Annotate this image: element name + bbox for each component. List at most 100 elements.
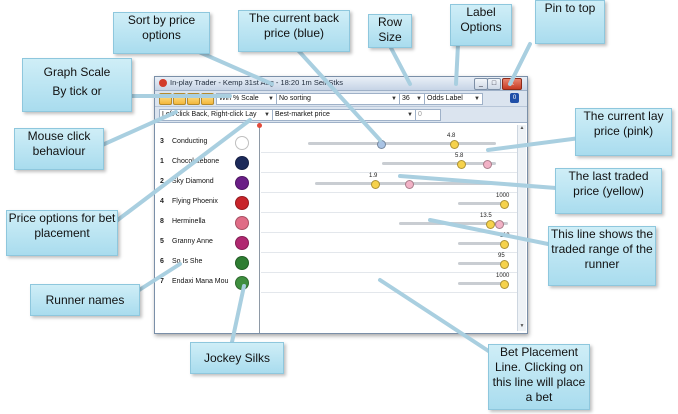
callout-sort-options: Sort by price options: [113, 12, 210, 54]
last-traded-marker: [500, 200, 509, 209]
scroll-up-icon[interactable]: ▲: [519, 125, 525, 131]
row-divider: [261, 172, 517, 173]
runner-name: So Is She: [172, 258, 203, 265]
price-option-value: Best-market price: [275, 111, 330, 118]
jockey-silk-icon: [235, 216, 249, 230]
lay-price-marker[interactable]: [495, 220, 504, 229]
runner-number: 6: [160, 258, 164, 265]
jockey-silk-icon: [235, 236, 249, 250]
callout-text: Row Size: [377, 15, 402, 44]
runner-name: Herminella: [172, 218, 206, 225]
runner-number: 4: [160, 198, 164, 205]
chevron-down-icon: ▼: [268, 96, 274, 102]
row-size-value: 36: [402, 95, 410, 102]
callout-text: Jockey Silks: [203, 351, 271, 365]
callout-text: Price options for bet placement: [8, 211, 116, 240]
runner-number: 3: [160, 138, 164, 145]
mouse-click-value: Left-click Back, Right-click Lay: [162, 111, 257, 118]
bet-line-handle[interactable]: [257, 123, 262, 128]
price-label: 1000: [496, 273, 510, 279]
callout-text: Graph Scale: [43, 65, 111, 79]
scroll-down-icon[interactable]: ▼: [519, 323, 525, 329]
runner-name: Granny Anne: [172, 238, 213, 245]
sort-value: No sorting: [279, 95, 311, 102]
callout-text: Mouse click behaviour: [27, 129, 91, 158]
chevron-down-icon: ▼: [474, 96, 480, 102]
last-traded-marker: [486, 220, 495, 229]
callout-label-options: Label Options: [450, 4, 512, 46]
graph-scale-value: Win % Scale: [219, 95, 259, 102]
callout-row-size: Row Size: [368, 14, 412, 48]
runner-name: Flying Phoenix: [172, 198, 218, 205]
price-label: 95: [498, 253, 505, 259]
last-traded-marker: [500, 280, 509, 289]
callout-text: The current back price (blue): [248, 11, 340, 40]
toolbar-bet-options: Left-click Back, Right-click Lay ▼ Best-m…: [155, 107, 527, 123]
callout-text: Sort by price options: [127, 13, 196, 42]
callout-text: Label Options: [460, 5, 502, 34]
callout-back-price: The current back price (blue): [238, 10, 350, 52]
callout-jockey-silks: Jockey Silks: [190, 342, 284, 374]
traded-range-line: [382, 162, 496, 165]
last-traded-marker: [371, 180, 380, 189]
callout-pin-to-top: Pin to top: [535, 0, 605, 44]
row-divider: [261, 292, 517, 293]
callout-graph-scale: Graph Scale By tick or: [22, 58, 132, 112]
stake-input[interactable]: 0: [415, 109, 441, 121]
callout-text: The current lay price (pink): [583, 109, 664, 138]
runner-number: 2: [160, 178, 164, 185]
row-divider: [261, 152, 517, 153]
lay-price-marker[interactable]: [483, 160, 492, 169]
price-label: 1.9: [369, 173, 378, 179]
price-option-select[interactable]: Best-market price▼: [272, 109, 416, 121]
app-icon: [159, 79, 167, 87]
row-divider: [261, 212, 517, 213]
row-divider: [261, 232, 517, 233]
runner-name: Endaxi Mana Mou: [172, 278, 229, 285]
in-play-trader-window: In-play Trader - Kemp 31st Aug - 18:20 1…: [154, 76, 528, 334]
callout-last-traded: The last traded price (yellow): [555, 168, 662, 214]
traded-range-line: [458, 202, 508, 205]
callout-mouse-click: Mouse click behaviour: [14, 128, 104, 170]
row-size-select[interactable]: 36 ▼: [399, 93, 425, 105]
runner-number: 5: [160, 238, 164, 245]
bet-placement-line[interactable]: [257, 123, 262, 333]
callout-bet-placement: Bet Placement Line. Clicking on this lin…: [488, 344, 590, 410]
price-label: 5.8: [455, 153, 464, 159]
runner-number: 8: [160, 218, 164, 225]
callout-traded-range: This line shows the traded range of the …: [548, 226, 656, 286]
stake-value: 0: [418, 111, 422, 118]
callout-text: The last traded price (yellow): [568, 169, 649, 198]
callout-text: Bet Placement Line. Clicking on this lin…: [492, 345, 586, 404]
runner-row[interactable]: 4 Flying Phoenix 1000: [155, 193, 517, 213]
chevron-down-icon: ▼: [416, 96, 422, 102]
row-divider: [261, 252, 517, 253]
pin-to-top-button[interactable]: 0: [510, 93, 519, 103]
last-traded-marker: [450, 140, 459, 149]
maximize-button[interactable]: □: [487, 78, 501, 90]
jockey-silk-icon: [235, 196, 249, 210]
lay-price-marker[interactable]: [405, 180, 414, 189]
row-divider: [261, 192, 517, 193]
callout-text: This line shows the traded range of the …: [550, 227, 654, 271]
traded-range-line: [308, 142, 496, 145]
window-title: In-play Trader - Kemp 31st Aug - 18:20 1…: [170, 78, 343, 87]
runner-row[interactable]: 3 Conducting 4.8: [155, 133, 517, 153]
callout-lay-price: The current lay price (pink): [575, 108, 672, 156]
callout-runner-names: Runner names: [30, 284, 140, 316]
label-options-select[interactable]: Odds Label ▼: [424, 93, 483, 105]
runner-row[interactable]: 2 Sky Diamond 1.9: [155, 173, 517, 193]
label-option-value: Odds Label: [427, 95, 463, 102]
runner-name: Sky Diamond: [172, 178, 214, 185]
price-label: 13.5: [480, 213, 492, 219]
vertical-scrollbar[interactable]: ▲ ▼: [517, 125, 526, 331]
row-divider: [261, 272, 517, 273]
runner-row[interactable]: 6 So Is She 95: [155, 253, 517, 273]
jockey-silk-icon: [235, 136, 249, 150]
jockey-silk-icon: [235, 176, 249, 190]
price-label: 1000: [496, 193, 510, 199]
runner-number: 7: [160, 278, 164, 285]
last-traded-marker: [457, 160, 466, 169]
chevron-down-icon: ▼: [264, 112, 270, 118]
